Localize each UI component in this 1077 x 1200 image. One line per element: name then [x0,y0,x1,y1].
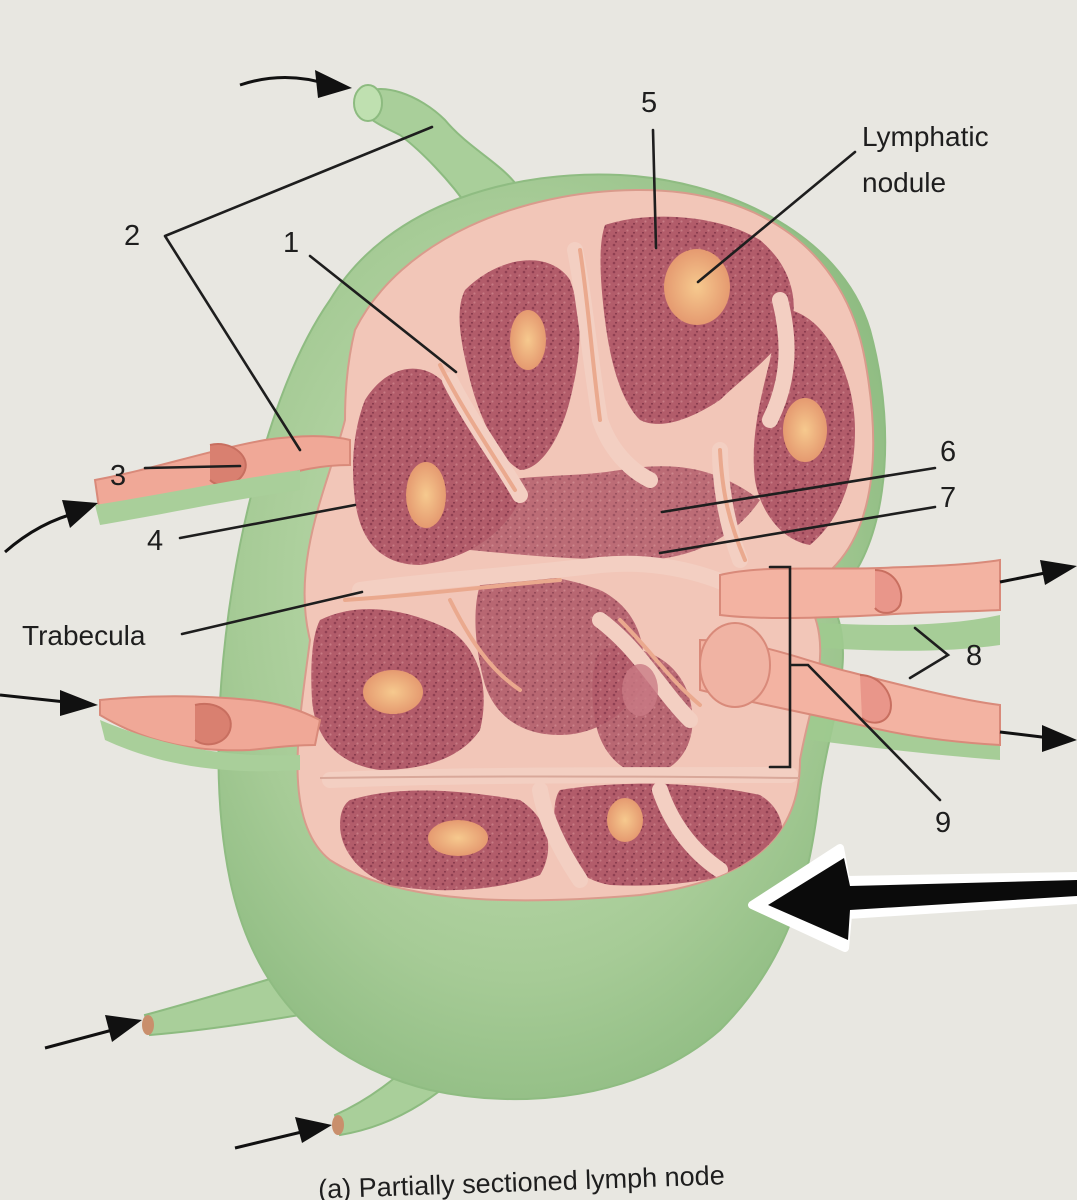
germinal-center-5 [363,670,423,714]
label-5: 5 [641,87,657,119]
section-cut-line [319,775,801,779]
afferent-vessel-upper-sheath [95,470,300,525]
germinal-center-2 [510,310,546,370]
label-trabecula: Trabecula [22,620,146,651]
germinal-center-3 [406,462,446,528]
leader-8 [908,626,951,680]
sectioned-interior [296,188,875,902]
label-1: 1 [283,227,299,259]
efferent-vessel-lower [699,638,1001,747]
afferent-vessels [93,435,351,772]
germinal-center-4 [783,398,827,462]
efferent-vessel-upper [719,558,1001,620]
leader-4 [178,503,357,540]
label-7: 7 [940,482,956,514]
leader-7 [658,505,937,555]
flow-arrow-icon [44,1026,121,1050]
label-9: 9 [935,807,951,839]
afferent-vessel-lower-sheath [100,720,300,772]
leader-3 [143,464,242,470]
germinal-center-6 [428,820,488,856]
flow-arrow-icon [1042,725,1077,752]
leader-2 [163,125,434,452]
label-4: 4 [147,525,163,557]
large-black-arrow-icon [748,844,1077,952]
flow-arrow-icon [295,1117,332,1143]
flow-arrow-icon [999,730,1051,740]
label-3: 3 [110,460,126,492]
flow-arrow-icon [999,570,1051,584]
flow-arrow-icon [1040,560,1077,585]
germinal-center-1 [664,249,730,325]
germinal-center-8 [622,664,658,716]
leader-5 [651,128,658,250]
flow-arrows [0,70,1077,1150]
leader-1 [308,254,458,374]
leader-lymphatic-nodule [696,150,857,284]
label-8: 8 [966,640,982,672]
efferent-vessel-upper-sheath [770,615,1000,651]
leader-6 [660,466,937,514]
hilum [699,622,771,708]
leader-lines [143,125,951,802]
label-6: 6 [940,436,956,468]
label-2: 2 [124,220,140,252]
flow-arrow-icon [60,690,98,716]
flow-arrow-icon [315,70,352,98]
trabecula-lines [343,248,747,707]
leader-9-bracket [768,565,942,802]
flow-arrow-icon [62,500,98,528]
germinal-center-7 [607,798,643,842]
label-lymphatic-nodule-line1: Lymphatic [862,121,989,152]
flow-arrow-icon [105,1015,142,1042]
flow-arrow-icon [234,1128,311,1150]
label-lymphatic-nodule-line2: nodule [862,167,946,198]
leader-trabecula [180,590,364,636]
